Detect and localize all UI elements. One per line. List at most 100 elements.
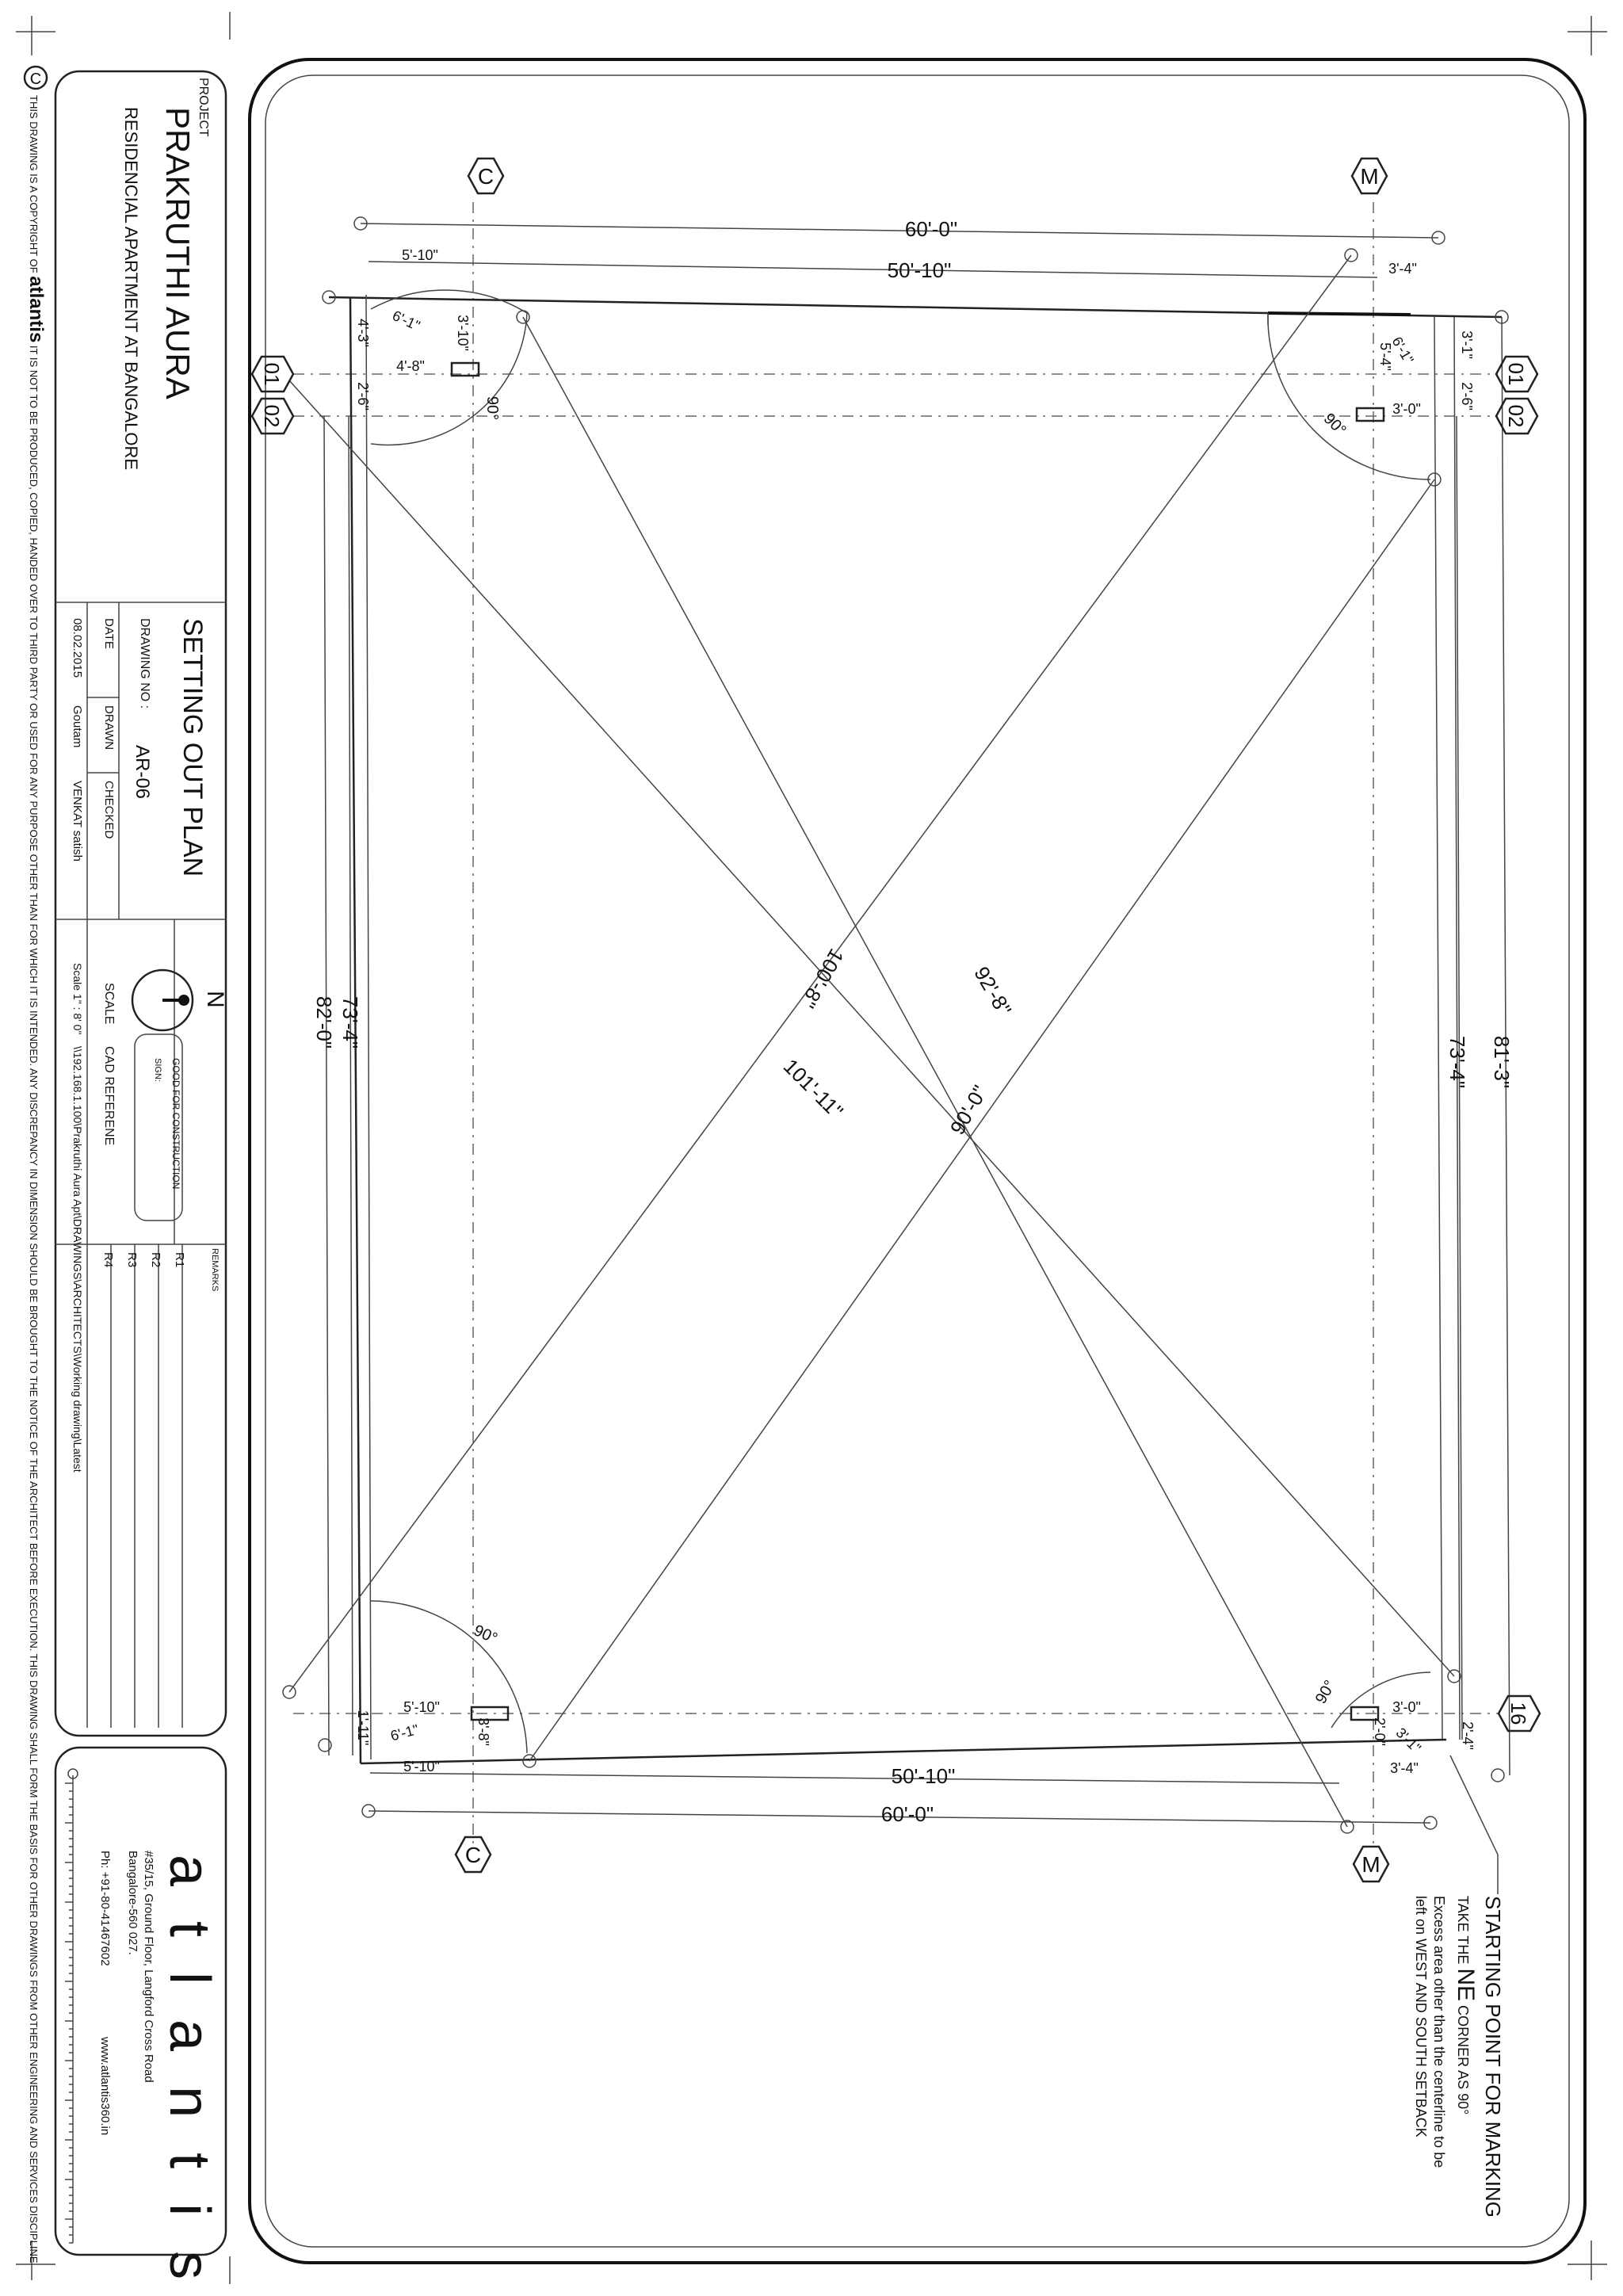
remark-r3: R3 bbox=[125, 1252, 139, 1267]
project-name: PRAKRUTHI AURA bbox=[159, 107, 197, 399]
svg-text:02: 02 bbox=[260, 405, 284, 428]
svg-text:16: 16 bbox=[1507, 1702, 1530, 1725]
copyright-strip: C THIS DRAWING IS A COPYRIGHT OF atlanti… bbox=[23, 65, 48, 2264]
dim-82-0: 82'-0" bbox=[312, 996, 336, 1049]
drawing-title: SETTING OUT PLAN bbox=[178, 618, 208, 877]
drawn-value: Goutam bbox=[71, 705, 84, 747]
trim-marks bbox=[16, 12, 1607, 2284]
checked-value: VENKAT satish bbox=[71, 781, 84, 861]
dim-50-10-bottom: 50'-10" bbox=[892, 1764, 956, 1788]
dim-2-6-top-left: 2'-6" bbox=[355, 382, 371, 411]
scale-ruler bbox=[65, 1782, 73, 2244]
dim-3-4-bottom-right: 3'-4" bbox=[1390, 1760, 1419, 1776]
grid-bubble-m-top: M bbox=[1350, 157, 1388, 195]
grid-bubble-01-right: 01 bbox=[1495, 355, 1539, 393]
scale-label: SCALE bbox=[102, 983, 116, 1024]
dim-90-0: 90'-0" bbox=[945, 1081, 992, 1138]
remark-r1: R1 bbox=[173, 1252, 186, 1267]
dim-92-8: 92'-8" bbox=[969, 962, 1016, 1019]
dim-6-1-top-left: 6'-1" bbox=[390, 308, 422, 334]
dim-3-0-bottom-right: 3'-0" bbox=[1392, 1699, 1421, 1715]
dim-3-10-top-left: 3'-10" bbox=[455, 315, 471, 351]
svg-text:01: 01 bbox=[260, 363, 284, 386]
angle-90-top-right: 90° bbox=[1320, 410, 1350, 439]
grid-bubble-01-left: 01 bbox=[250, 355, 295, 393]
dim-4-8-top-left: 4'-8" bbox=[396, 358, 425, 374]
svg-text:M: M bbox=[1360, 164, 1378, 189]
project-label: PROJECT bbox=[197, 78, 210, 137]
dim-73-4-left: 73'-4" bbox=[338, 996, 362, 1049]
dim-81-3: 81'-3" bbox=[1490, 1036, 1514, 1088]
dim-60-0-top: 60'-0" bbox=[905, 217, 957, 241]
firm-block: a t l a n t i s #35/15, Ground Floor, La… bbox=[54, 1746, 227, 2289]
drawing-no-label: DRAWING NO : bbox=[138, 618, 151, 709]
good-for-construction-stamp bbox=[134, 1033, 183, 1221]
checked-label: CHECKED bbox=[102, 781, 116, 839]
dim-1-11-bottom-left: 1'-11" bbox=[355, 1710, 371, 1746]
grid-bubble-02-left: 02 bbox=[250, 397, 295, 435]
dim-5-4-top-right: 5'-4" bbox=[1377, 342, 1393, 371]
firm-phone: Ph: +91-80-41467602 bbox=[98, 1851, 112, 1966]
dim-3-1-top-right: 3'-1" bbox=[1459, 330, 1475, 359]
copyright-symbol: C bbox=[30, 71, 41, 88]
drawn-label: DRAWN bbox=[102, 705, 116, 750]
scale-value: Scale 1" : 8' 0" bbox=[71, 963, 84, 1034]
dim-5-10-bottom-left-1: 5'-10" bbox=[403, 1699, 440, 1715]
grid-bubble-c-top: C bbox=[467, 157, 505, 195]
remark-r4: R4 bbox=[101, 1252, 115, 1267]
dim-73-4-right: 73'-4" bbox=[1445, 1036, 1469, 1088]
svg-text:02: 02 bbox=[1504, 405, 1528, 428]
cad-reference-path: \\192.168.1.100\Prakruthi Aura Apt\DRAWI… bbox=[71, 1046, 84, 1473]
svg-text:M: M bbox=[1361, 1852, 1380, 1877]
stamp-sign: SIGN: bbox=[153, 1058, 162, 1082]
angle-90-top-left: 90° bbox=[483, 396, 501, 420]
north-label: N bbox=[202, 991, 228, 1008]
svg-text:TAKE THE NE CO: TAKE THE NE CORNER AS 90° bbox=[1453, 1896, 1479, 2115]
project-description: RESIDENCIAL APARTMENT AT BANGALORE bbox=[121, 107, 141, 470]
dim-60-0-bottom: 60'-0" bbox=[881, 1802, 934, 1826]
svg-text:C: C bbox=[478, 164, 494, 189]
copyright-notice: THIS DRAWING IS A COPYRIGHT OF atlantis … bbox=[25, 95, 47, 2264]
dim-50-10-top: 50'-10" bbox=[888, 258, 952, 282]
grid-bubble-m-bottom: M bbox=[1352, 1845, 1390, 1883]
dim-100-8: 100'-8" bbox=[796, 945, 849, 1012]
grid-bubble-02-right: 02 bbox=[1495, 397, 1539, 435]
angle-90-bottom-left: 90° bbox=[471, 1622, 500, 1648]
grid-bubble-16: 16 bbox=[1497, 1694, 1541, 1733]
dim-3-8-bottom-left: 3'-8" bbox=[475, 1717, 491, 1746]
firm-website: www.atlantis360.in bbox=[98, 2036, 112, 2135]
dim-2-0-bottom-right: 2'-0" bbox=[1372, 1717, 1388, 1746]
firm-logo: a t l a n t i s bbox=[158, 1855, 221, 2289]
svg-text:STARTING POINT FOR MARKING: STARTING POINT FOR MARKING bbox=[1481, 1896, 1505, 2218]
north-arrow-icon bbox=[131, 968, 194, 1032]
dim-3-0-top-right: 3'-0" bbox=[1392, 401, 1421, 417]
firm-address-2: Bangalore-560 027. bbox=[126, 1851, 139, 1955]
title-block: PROJECT PRAKRUTHI AURA RESIDENCIAL APART… bbox=[54, 70, 228, 1737]
dim-4-3-top-left: 4'-3" bbox=[355, 319, 371, 347]
copyright-symbol-icon bbox=[23, 65, 48, 90]
stamp-title: GOOD FOR CONSTRUCTION bbox=[170, 1058, 181, 1189]
cad-reference-label: CAD REFERENE bbox=[102, 1046, 116, 1145]
drawing-number: AR-06 bbox=[132, 745, 153, 799]
svg-text:Excess area other than the cen: Excess area other than the centerline to… bbox=[1431, 1896, 1447, 2168]
starting-point-note: STARTING POINT FOR MARKING TAKE THE NE C… bbox=[1413, 1896, 1505, 2218]
setting-out-plan: C M C M 01 02 01 02 bbox=[250, 157, 1541, 2218]
drawing-frame bbox=[248, 58, 1587, 2264]
dim-3-1-bottom-right: 3'-1" bbox=[1392, 1725, 1423, 1755]
dim-5-10-top-left: 5'-10" bbox=[402, 247, 438, 263]
date-value: 08.02.2015 bbox=[71, 618, 84, 678]
grid-bubble-c-bottom: C bbox=[454, 1836, 492, 1874]
date-label: DATE bbox=[102, 618, 116, 649]
svg-text:C: C bbox=[465, 1843, 481, 1867]
angle-90-bottom-right: 90° bbox=[1312, 1677, 1339, 1706]
dim-5-10-bottom-left-2: 5'-10" bbox=[403, 1759, 440, 1775]
dim-6-1-bottom-left: 6'-1" bbox=[389, 1721, 421, 1744]
dim-2-6-top-right: 2'-6" bbox=[1459, 382, 1475, 411]
dim-3-4-top-right: 3'-4" bbox=[1388, 261, 1417, 277]
dim-101-11: 101'-11" bbox=[779, 1054, 848, 1123]
remarks-label: REMARKS bbox=[210, 1248, 220, 1291]
svg-text:left on WEST AND SOUTH SETBACK: left on WEST AND SOUTH SETBACK bbox=[1413, 1896, 1429, 2137]
dim-2-4-bottom-right: 2'-4" bbox=[1460, 1721, 1476, 1750]
remark-r2: R2 bbox=[149, 1252, 162, 1267]
